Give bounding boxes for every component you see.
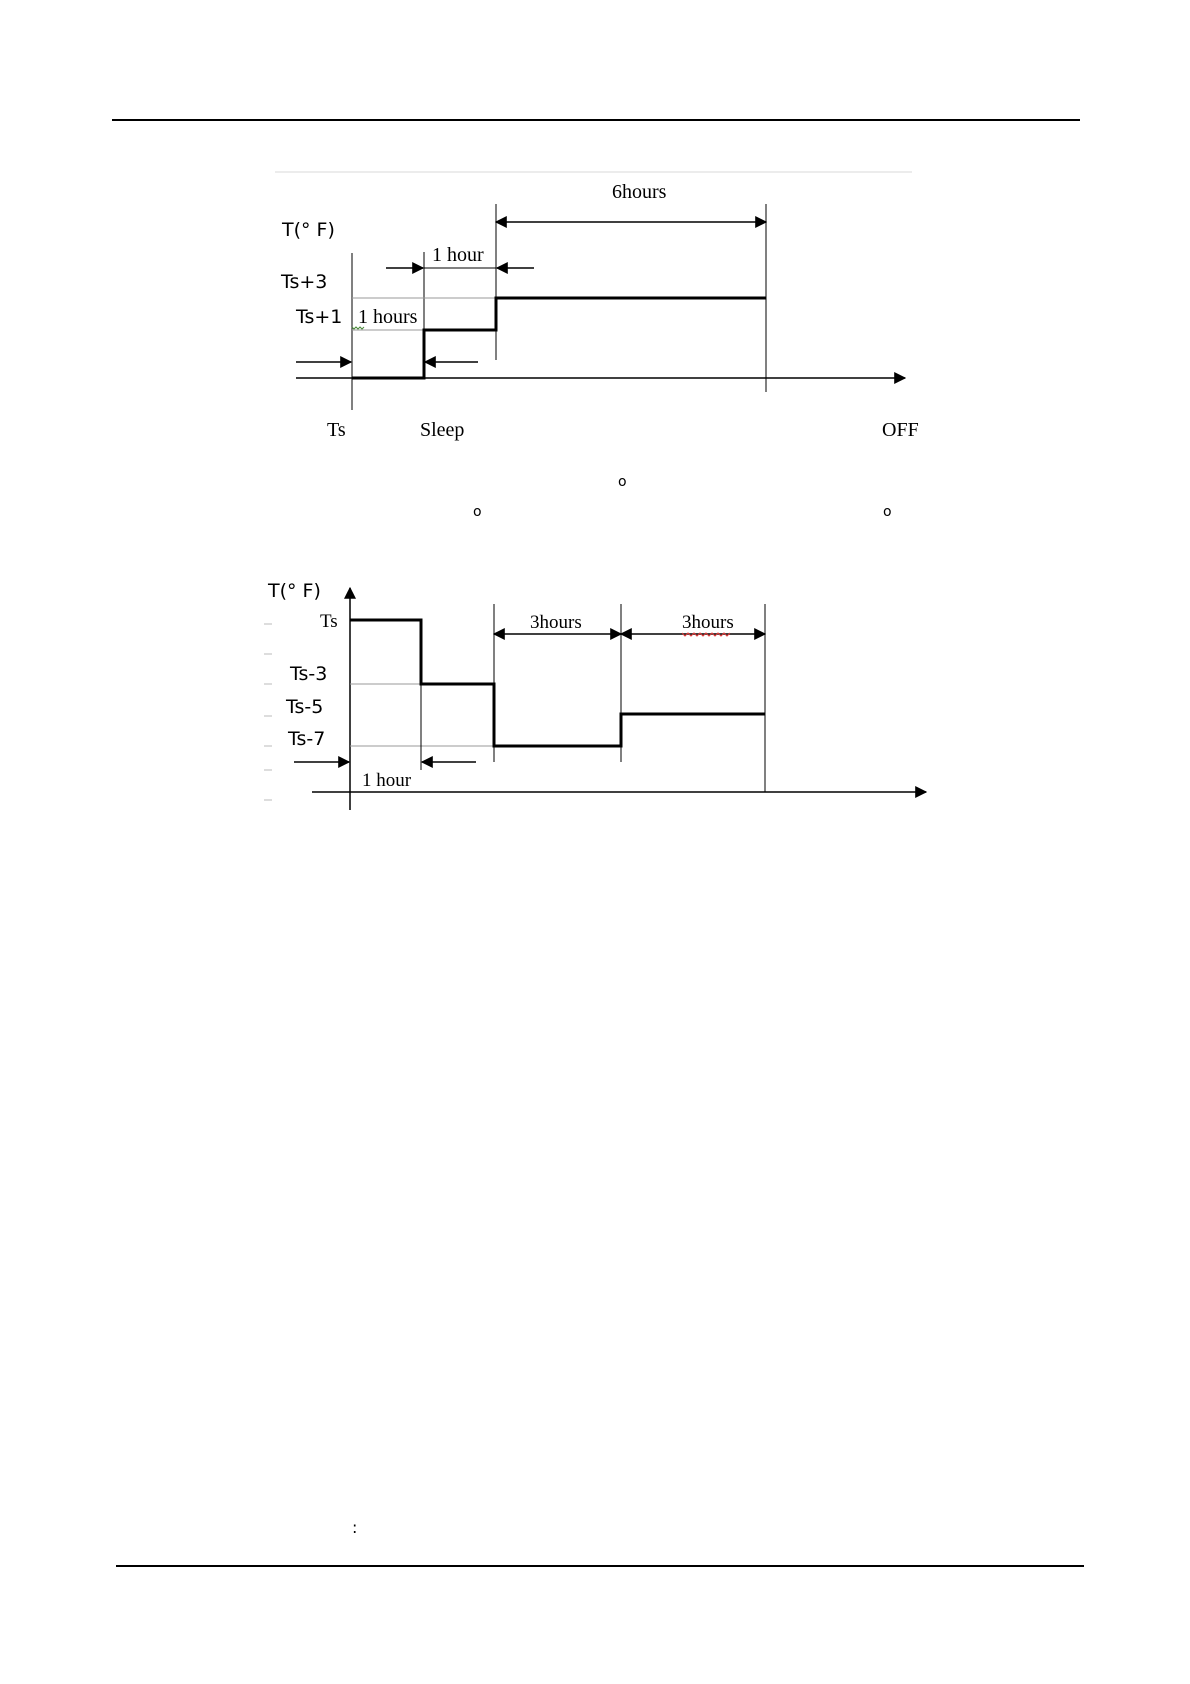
left-ticks	[264, 624, 272, 800]
level-label: Ts-5	[285, 696, 323, 718]
y-axis-label: T(° F)	[267, 580, 321, 602]
span-label: 3hours	[682, 612, 734, 633]
span-label: 3hours	[530, 612, 582, 633]
span-label: 1 hour	[362, 770, 412, 791]
colon-mark: :	[352, 1518, 357, 1537]
level-label: Ts-7	[287, 728, 325, 750]
level-label: Ts-3	[289, 663, 327, 685]
sleep-mode-cooling-diagram: T(° F) Ts Ts-3 Ts-5 Ts-7 3hours 3hours 1…	[0, 0, 1190, 840]
level-label: Ts	[320, 611, 338, 632]
temperature-profile	[350, 620, 765, 746]
footer-rule	[116, 1565, 1084, 1567]
